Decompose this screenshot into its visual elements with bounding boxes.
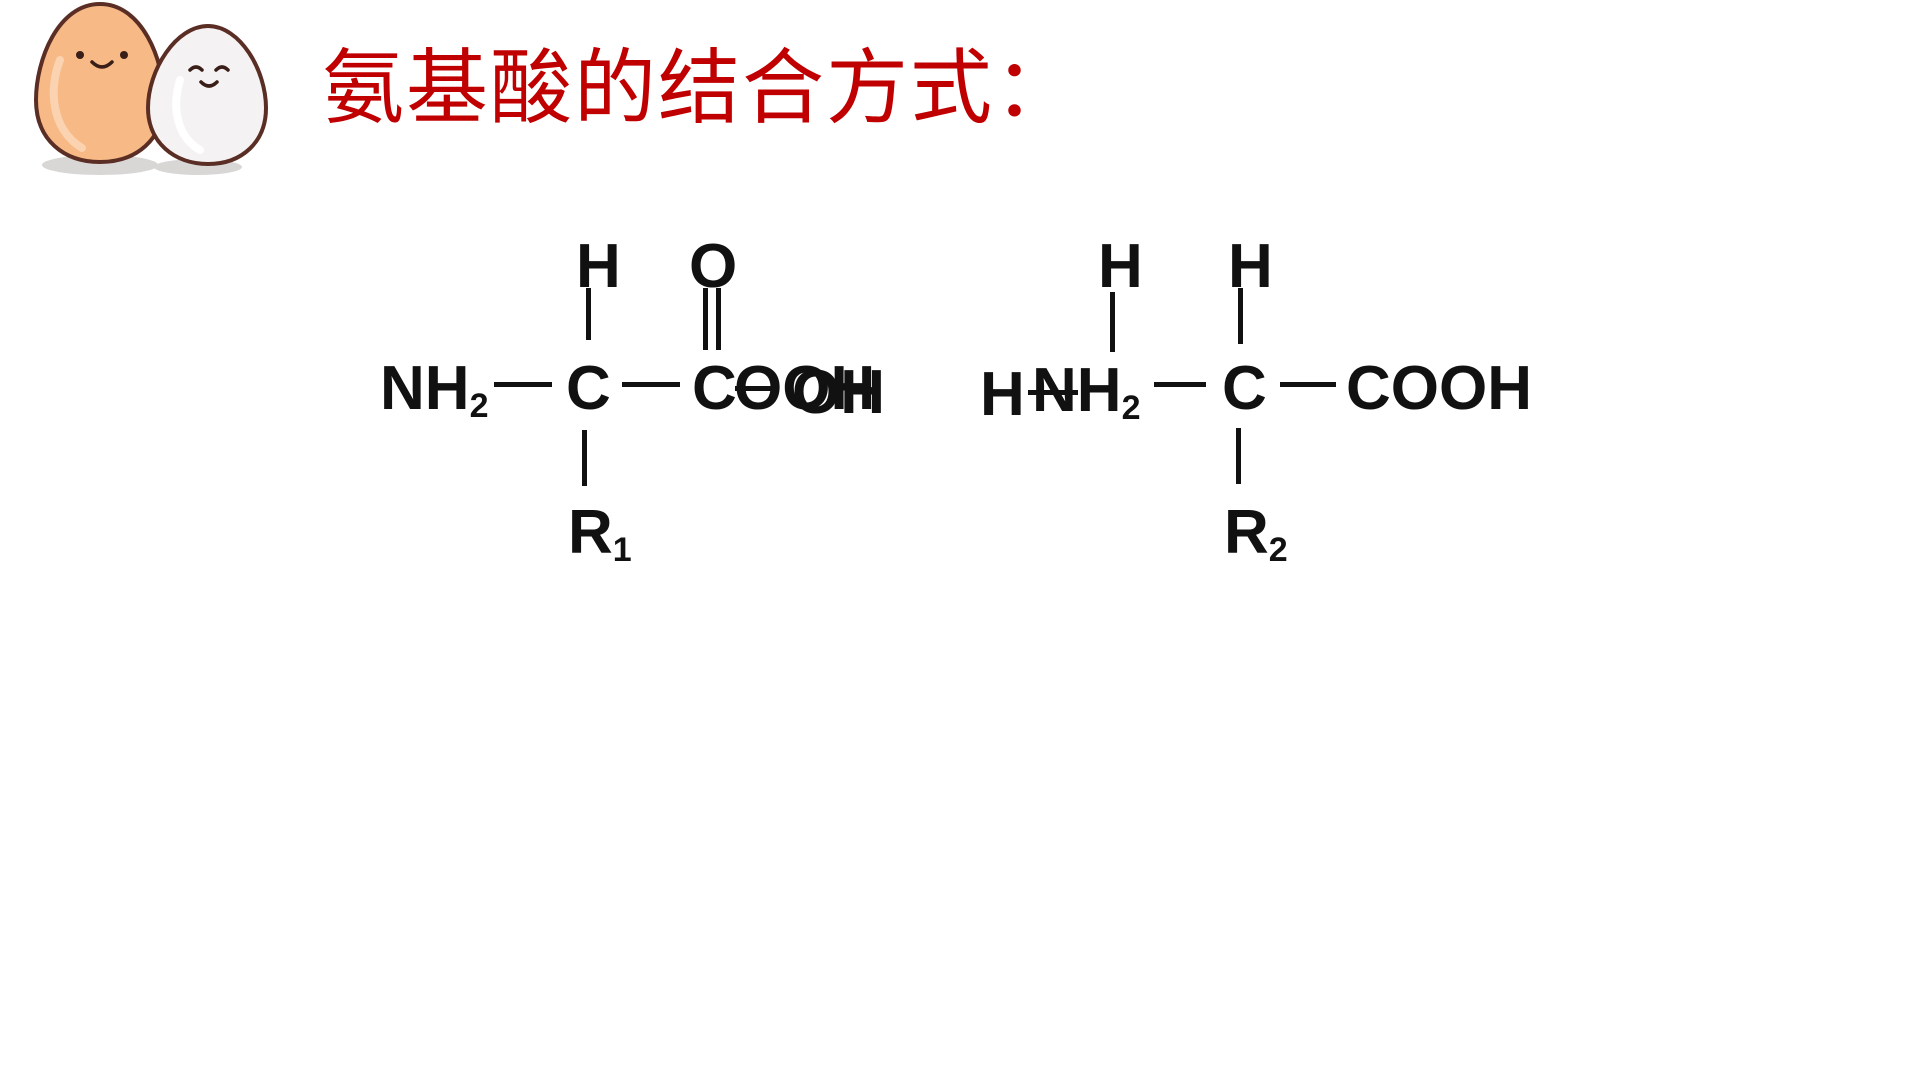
m1-bond-n-c [494, 382, 552, 387]
m1-bond-c-oh [735, 386, 775, 391]
m1-bond-c-r [582, 430, 587, 486]
m1-alpha-c: C [566, 354, 611, 423]
m2-alpha-c: C [1222, 354, 1267, 423]
m2-bond-h-n-left [1028, 390, 1078, 395]
m1-bond-h-c [586, 288, 591, 340]
egg-mascot-orange-icon [33, 1, 167, 165]
egg-mascot-icon [33, 1, 269, 175]
m1-bond-c-c [622, 382, 680, 387]
m2-amine-h: H [1098, 232, 1143, 301]
m1-double-bond-right [716, 288, 721, 350]
m2-carboxyl: COOH [1346, 354, 1532, 423]
egg-mascot [30, 0, 270, 180]
m2-r-group: R2 [1224, 498, 1288, 569]
m1-double-bond-left [703, 288, 708, 350]
m2-bond-c-cooh [1280, 382, 1336, 387]
m2-bond-h-n [1110, 292, 1115, 352]
m1-carbonyl-o: O [689, 232, 738, 301]
m1-r-group: R1 [568, 498, 632, 569]
m1-hydroxyl: OH [792, 358, 885, 427]
m2-h-left: H [980, 360, 1025, 429]
m1-amine: NH2 [380, 354, 489, 425]
m2-bond-c-r [1236, 428, 1241, 484]
page-title: 氨基酸的结合方式： [322, 41, 1079, 136]
egg-mascot-white-icon [145, 23, 269, 167]
m2-bond-h-c [1238, 288, 1243, 344]
m2-top-h: H [1228, 232, 1273, 301]
m2-bond-n-c [1154, 382, 1206, 387]
m1-top-h: H [576, 232, 621, 301]
m2-amine: NH2 [1032, 356, 1141, 427]
m1-carboxyl-c: C [692, 354, 737, 423]
